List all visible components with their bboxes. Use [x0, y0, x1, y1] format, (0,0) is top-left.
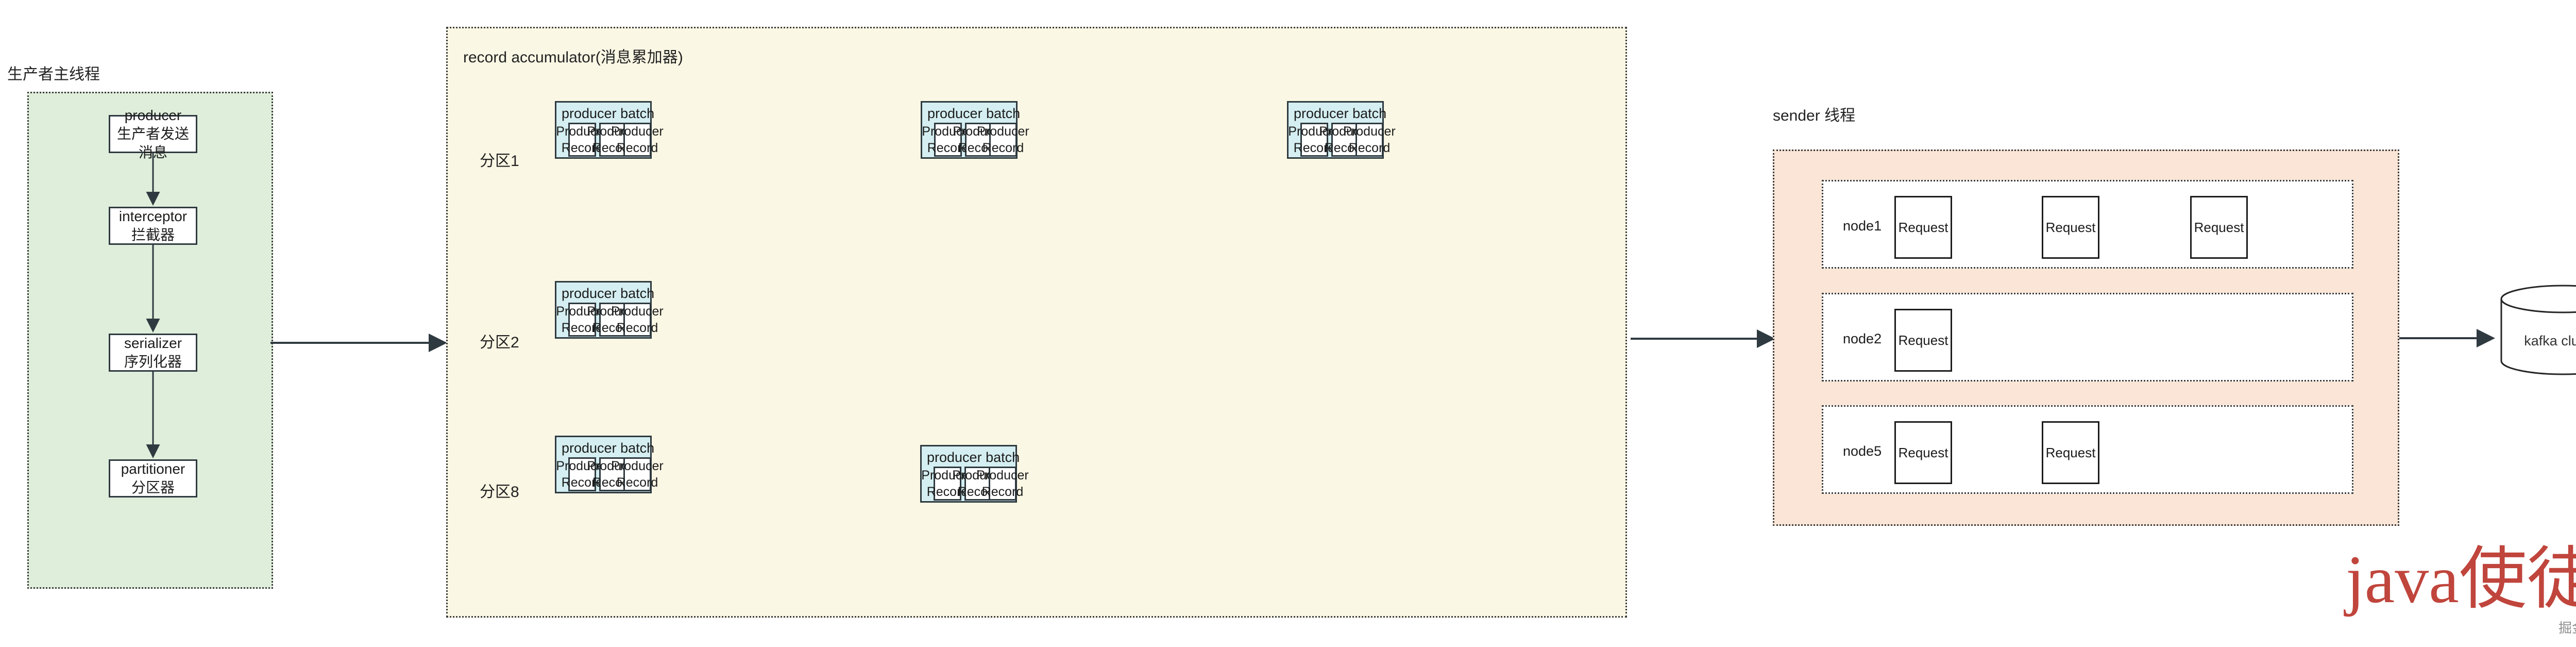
producer-record-line2: Record	[981, 485, 1024, 499]
kafka-cluster-node[interactable]: kafka cluster	[2499, 284, 2576, 376]
watermark-sub: 掘金技术社区 @java使徒	[2558, 620, 2576, 636]
arrow-accumulator-to-sender	[1631, 329, 1775, 348]
producer-record-line2: Record	[561, 475, 603, 490]
node-label-node1: node1	[1843, 218, 1882, 234]
flow-step-producer-en: producer	[124, 107, 182, 124]
producer-record-line1: Producer	[611, 458, 664, 473]
producer-batch-title: producer batch	[562, 106, 655, 121]
producer-record-line2: Record	[982, 141, 1024, 155]
producer-batch-title: producer batch	[562, 440, 655, 456]
producer-record-line2: Record	[1348, 141, 1391, 155]
producer-record-line1: Producer	[1343, 124, 1396, 139]
watermark-main: java使徒	[2346, 541, 2576, 617]
kafka-cluster-label: kafka cluster	[2524, 333, 2576, 349]
node-row-node2[interactable]: node2 Request	[1822, 293, 2353, 381]
producer-batch[interactable]: producer batch Producer Record Producer …	[555, 101, 664, 159]
producer-record[interactable]: Producer Record	[922, 123, 974, 157]
node-label-node2: node2	[1843, 331, 1882, 346]
flow-step-serializer-en: serializer	[124, 335, 182, 352]
arrow-sender-to-cluster	[2399, 329, 2495, 347]
producer-record-line2: Record	[616, 321, 658, 335]
producer-batch-title: producer batch	[1294, 106, 1387, 121]
request-box[interactable]: Request	[2042, 421, 2099, 484]
producer-record[interactable]: Producer Record	[611, 457, 664, 491]
node-row-node1[interactable]: node1 Request Request Request	[1822, 180, 2353, 269]
request-box[interactable]: Request	[1894, 196, 1952, 259]
flow-step-producer-cn: 生产者发送消息	[116, 126, 189, 160]
producer-record[interactable]: Producer Record	[977, 123, 1029, 157]
request-box[interactable]: Request	[2190, 196, 2248, 259]
flow-step-interceptor[interactable]: interceptor 拦截器	[109, 207, 197, 245]
node-row-node5[interactable]: node5 Request Request	[1822, 405, 2353, 494]
request-box[interactable]: Request	[1894, 421, 1952, 484]
flow-step-producer[interactable]: producer 生产者发送消息	[109, 107, 197, 160]
flow-step-interceptor-cn: 拦截器	[131, 227, 175, 243]
producer-record-line2: Record	[561, 141, 603, 155]
flow-step-interceptor-en: interceptor	[118, 208, 188, 225]
flow-step-partitioner[interactable]: partitioner 分区器	[109, 459, 197, 497]
producer-record-line2: Record	[926, 485, 969, 499]
flow-step-serializer-cn: 序列化器	[124, 354, 182, 370]
producer-record-line1: Producer	[611, 124, 664, 139]
partition-label-8: 分区8	[480, 484, 519, 501]
producer-record-line2: Record	[616, 141, 658, 155]
arrow-producer-to-accumulator	[270, 334, 447, 352]
producer-record[interactable]: Producer Record	[976, 467, 1029, 501]
node-label-node5: node5	[1843, 443, 1882, 459]
producer-batch[interactable]: producer batch Producer Record Producer …	[920, 445, 1029, 503]
sender-thread-zone: node1 Request Request Request node2 Requ…	[1773, 150, 2399, 526]
producer-record-line2: Record	[561, 321, 603, 335]
producer-batch[interactable]: producer batch Producer Record Producer …	[921, 101, 1029, 159]
partition-label-2: 分区2	[480, 334, 519, 351]
producer-batch[interactable]: producer batch Producer Record Producer …	[555, 436, 664, 493]
producer-batch[interactable]: producer batch Producer Record Producer …	[1287, 101, 1396, 159]
producer-record-line1: Producer	[611, 304, 664, 319]
request-box[interactable]: Request	[2042, 196, 2099, 259]
producer-thread-label: 生产者主线程	[7, 66, 100, 83]
producer-record[interactable]: Producer Record	[1343, 123, 1396, 157]
flow-step-partitioner-en: partitioner	[121, 461, 185, 477]
producer-thread-zone: producer 生产者发送消息 interceptor 拦截器 seriali…	[27, 92, 273, 589]
producer-record[interactable]: Producer Record	[587, 303, 639, 337]
producer-batch-title: producer batch	[927, 450, 1020, 465]
producer-batch[interactable]: producer batch Producer Record Producer …	[555, 281, 664, 339]
producer-record-line1: Producer	[976, 468, 1029, 483]
producer-batch-title: producer batch	[927, 106, 1021, 121]
producer-batch-title: producer batch	[562, 286, 655, 301]
producer-record-line2: Record	[616, 475, 658, 490]
flow-step-partitioner-cn: 分区器	[131, 479, 175, 495]
request-box[interactable]: Request	[1894, 309, 1952, 372]
producer-record[interactable]: Producer Record	[611, 123, 664, 157]
producer-record-line2: Record	[1293, 141, 1335, 155]
sender-thread-label: sender 线程	[1773, 107, 1856, 124]
partition-label-1: 分区1	[480, 153, 519, 170]
record-accumulator-zone: record accumulator(消息累加器) 分区1 producer b…	[446, 27, 1627, 618]
producer-flow-arrows	[146, 153, 160, 458]
cylinder-icon	[2500, 285, 2576, 375]
producer-record[interactable]: Producer Record	[611, 303, 664, 337]
record-accumulator-label: record accumulator(消息累加器)	[463, 49, 683, 66]
flow-step-serializer[interactable]: serializer 序列化器	[109, 334, 197, 372]
producer-record-line1: Producer	[977, 124, 1029, 139]
producer-record-line2: Record	[927, 141, 969, 155]
